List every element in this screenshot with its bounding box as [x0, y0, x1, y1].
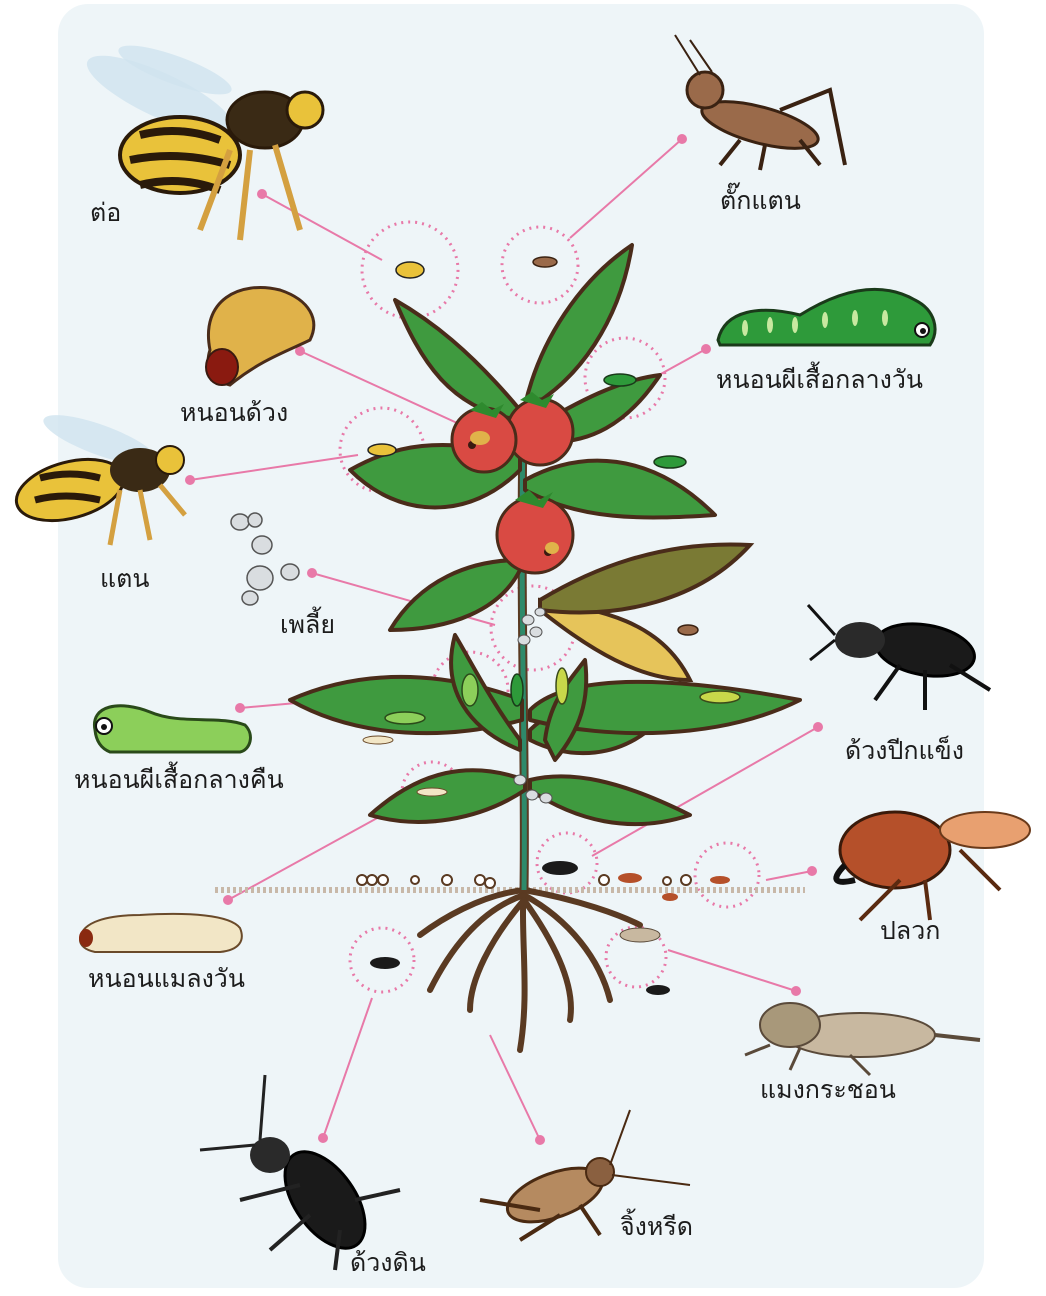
mole-cricket-icon: [745, 1003, 980, 1075]
caterpillar-icon: [718, 289, 935, 345]
label-day-caterpillar: หนอนผีเสื้อกลางวัน: [716, 367, 923, 392]
label-termite: ปลวก: [880, 918, 940, 943]
label-beetle: ด้วงปีกแข็ง: [845, 738, 964, 763]
termite-icon: [836, 812, 1030, 920]
grub-icon: [206, 288, 314, 386]
caterpillar-icon: [94, 706, 250, 752]
brown-leaf-icon: [540, 544, 750, 612]
label-night-caterpillar: หนอนผีเสื้อกลางคืน: [74, 767, 284, 792]
grasshopper-icon: [675, 35, 845, 170]
label-grasshopper: ตั๊กแตน: [720, 188, 801, 213]
leader-lines: [190, 139, 818, 1140]
label-wasp: ต่อ: [90, 200, 121, 225]
leader-dots: [185, 134, 823, 1145]
ground-beetle-icon: [200, 1075, 400, 1270]
beetle-icon: [808, 605, 990, 710]
aphid-icon: [231, 513, 299, 605]
label-maggot: หนอนแมลงวัน: [88, 966, 245, 991]
label-aphid: เพลี้ย: [280, 612, 335, 637]
label-fruit-borer: หนอนด้วง: [180, 400, 288, 425]
maggot-icon: [79, 914, 242, 952]
hornet-icon: [10, 405, 185, 545]
label-ground-beetle: ด้วงดิน: [350, 1250, 426, 1275]
label-mole-cricket: แมงกระชอน: [760, 1077, 896, 1102]
label-hornet: แตน: [100, 566, 149, 591]
label-cricket: จิ้งหรีด: [620, 1214, 693, 1239]
